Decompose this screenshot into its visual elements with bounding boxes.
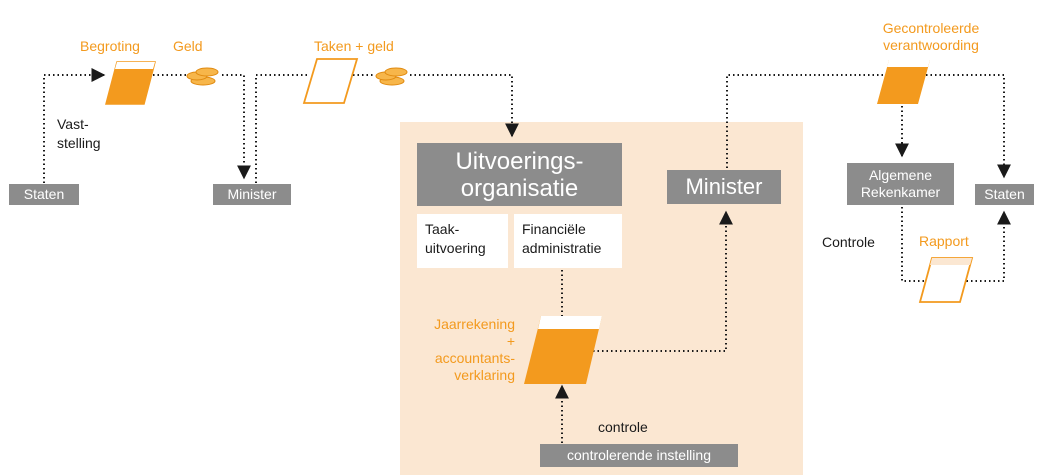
algemene-line2: Rekenkamer <box>860 184 941 200</box>
line-minister-gecontroleerd <box>726 74 886 168</box>
jaarrekening-line3: accountants- <box>434 350 515 366</box>
line-coins-uitvoering <box>410 74 519 138</box>
algemene-rekenkamer-box: Algemene Rekenkamer <box>847 163 954 205</box>
fin-line2: administratie <box>522 240 602 256</box>
staten-right-box: Staten <box>975 184 1034 205</box>
gecontroleerde-verantwoording-label: Gecontroleerde verantwoording <box>866 20 996 54</box>
taak-line1: Taak- <box>425 221 460 237</box>
rapport-document-icon <box>918 257 974 303</box>
line-coins-minister <box>222 74 251 180</box>
taken-geld-label: Taken + geld <box>314 38 394 54</box>
begroting-document-icon <box>105 61 156 105</box>
uitvoeringsorganisatie-line1: Uitvoerings- <box>455 148 584 175</box>
uitvoeringsorganisatie-line2: organisatie <box>460 175 579 202</box>
jaarrekening-line4: verklaring <box>454 367 515 383</box>
financiele-administratie-box: Financiële administratie <box>514 214 622 268</box>
line-gecontroleerd-staten <box>926 74 1011 179</box>
coins-icon <box>375 67 408 86</box>
rapport-label: Rapport <box>919 233 969 249</box>
jaarrekening-line1: Jaarrekening <box>434 316 515 332</box>
fin-line1: Financiële <box>522 221 586 237</box>
jaarrekening-label: Jaarrekening + accountants- verklaring <box>405 316 515 384</box>
uitvoeringsorganisatie-box: Uitvoerings- organisatie <box>417 143 622 206</box>
vaststelling-label: Vast- stelling <box>57 115 101 153</box>
taak-line2: uitvoering <box>425 240 486 256</box>
line-staten-begroting <box>43 68 106 183</box>
controle-label-bottom: controle <box>598 419 648 435</box>
jaarrekening-line2: + <box>506 333 515 349</box>
taken-document-icon <box>302 58 359 104</box>
geld-label: Geld <box>173 38 203 54</box>
controle-label-right: Controle <box>822 234 875 250</box>
coins-icon <box>186 67 219 86</box>
line-jaarrekening-minister <box>593 210 733 352</box>
jaarrekening-document-icon <box>524 316 602 384</box>
gecontroleerde-line1: Gecontroleerde <box>882 20 980 36</box>
minister-center-box: Minister <box>667 170 781 204</box>
vaststelling-line1: Vast- <box>57 116 89 132</box>
line-minister-taken <box>255 74 310 183</box>
minister-left-box: Minister <box>213 184 291 205</box>
algemene-line1: Algemene <box>868 167 933 183</box>
gecontroleerde-line2: verantwoording <box>883 37 979 53</box>
staten-left-box: Staten <box>9 184 79 205</box>
begroting-label: Begroting <box>80 38 140 54</box>
taakuitvoering-box: Taak- uitvoering <box>417 214 508 268</box>
vaststelling-line2: stelling <box>57 135 101 151</box>
controlerende-instelling-box: controlerende instelling <box>540 444 738 467</box>
gecontroleerd-document-icon <box>877 60 930 104</box>
line-rapport-staten <box>962 210 1011 282</box>
